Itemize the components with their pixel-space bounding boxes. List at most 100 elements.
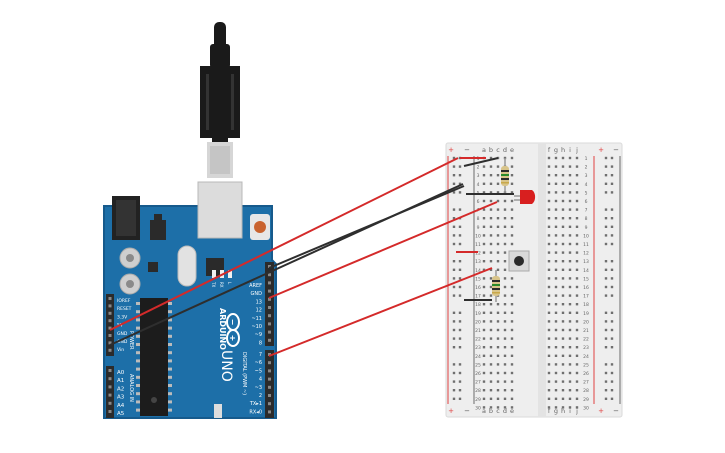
rail-hole[interactable] — [604, 225, 608, 228]
breadboard-hole[interactable] — [554, 251, 558, 254]
rail-hole[interactable] — [604, 397, 608, 400]
breadboard-hole[interactable] — [554, 234, 558, 237]
digital-header-bottom[interactable] — [265, 350, 274, 418]
breadboard-hole[interactable] — [554, 225, 558, 228]
breadboard-hole[interactable] — [510, 371, 514, 375]
breadboard-hole[interactable] — [554, 217, 558, 220]
breadboard-hole[interactable] — [510, 389, 514, 392]
breadboard-hole[interactable] — [503, 251, 507, 254]
breadboard-hole[interactable] — [510, 320, 514, 323]
breadboard-hole[interactable] — [489, 182, 493, 185]
rail-hole[interactable] — [452, 380, 456, 383]
rail-hole[interactable] — [610, 285, 614, 289]
breadboard-hole[interactable] — [575, 311, 579, 314]
breadboard-hole[interactable] — [510, 242, 514, 246]
breadboard-hole[interactable] — [489, 354, 493, 357]
breadboard-hole[interactable] — [510, 191, 514, 194]
breadboard-hole[interactable] — [568, 363, 572, 366]
breadboard-hole[interactable] — [547, 199, 551, 203]
breadboard-hole[interactable] — [482, 191, 486, 194]
breadboard-hole[interactable] — [503, 294, 507, 297]
breadboard-hole[interactable] — [482, 199, 486, 203]
breadboard-hole[interactable] — [489, 311, 493, 314]
header-socket[interactable] — [268, 338, 271, 342]
rail-hole[interactable] — [610, 328, 614, 332]
rail-hole[interactable] — [452, 242, 456, 246]
breadboard-hole[interactable] — [568, 346, 572, 349]
header-socket[interactable] — [268, 273, 271, 277]
breadboard-hole[interactable] — [554, 346, 558, 349]
breadboard-hole[interactable] — [482, 234, 486, 237]
breadboard-hole[interactable] — [575, 208, 579, 211]
breadboard-hole[interactable] — [554, 397, 558, 400]
header-socket[interactable] — [108, 304, 112, 308]
breadboard-hole[interactable] — [510, 346, 514, 349]
breadboard-hole[interactable] — [547, 260, 551, 263]
rail-hole[interactable] — [452, 217, 456, 220]
rail-hole[interactable] — [458, 234, 462, 237]
breadboard-hole[interactable] — [575, 389, 579, 392]
breadboard-hole[interactable] — [547, 406, 551, 409]
breadboard-hole[interactable] — [554, 208, 558, 211]
breadboard-hole[interactable] — [489, 225, 493, 228]
rail-hole[interactable] — [604, 191, 608, 194]
header-socket[interactable] — [108, 334, 112, 337]
header-socket[interactable] — [108, 348, 112, 352]
breadboard-hole[interactable] — [561, 174, 565, 177]
header-socket[interactable] — [108, 341, 112, 345]
rail-hole[interactable] — [458, 320, 462, 323]
rail-hole[interactable] — [610, 217, 614, 220]
breadboard-hole[interactable] — [547, 208, 551, 211]
breadboard-hole[interactable] — [482, 371, 486, 375]
breadboard-hole[interactable] — [496, 346, 500, 349]
breadboard-hole[interactable] — [547, 182, 551, 185]
rail-hole[interactable] — [452, 285, 456, 289]
breadboard-hole[interactable] — [503, 303, 507, 306]
rail-hole[interactable] — [604, 294, 608, 297]
breadboard-hole[interactable] — [489, 251, 493, 254]
breadboard-hole[interactable] — [568, 191, 572, 194]
breadboard-hole[interactable] — [489, 165, 493, 168]
header-socket[interactable] — [268, 402, 271, 406]
rail-hole[interactable] — [458, 346, 462, 349]
breadboard-hole[interactable] — [482, 225, 486, 228]
breadboard-hole[interactable] — [554, 294, 558, 297]
breadboard-hole[interactable] — [482, 294, 486, 297]
rail-hole[interactable] — [452, 225, 456, 228]
breadboard-hole[interactable] — [496, 406, 500, 409]
header-socket[interactable] — [108, 410, 112, 413]
breadboard-hole[interactable] — [568, 182, 572, 185]
breadboard-hole[interactable] — [554, 320, 558, 323]
breadboard-hole[interactable] — [547, 156, 551, 160]
breadboard-hole[interactable] — [568, 311, 572, 314]
breadboard-hole[interactable] — [554, 406, 558, 409]
breadboard-hole[interactable] — [547, 234, 551, 237]
breadboard-hole[interactable] — [482, 208, 486, 211]
rail-hole[interactable] — [452, 371, 456, 375]
rail-hole[interactable] — [610, 311, 614, 314]
rail-hole[interactable] — [610, 346, 614, 349]
rail-hole[interactable] — [452, 260, 456, 263]
header-socket[interactable] — [268, 281, 271, 285]
rail-hole[interactable] — [452, 337, 456, 340]
rail-hole[interactable] — [604, 234, 608, 237]
breadboard-hole[interactable] — [503, 234, 507, 237]
header-socket[interactable] — [268, 306, 271, 309]
breadboard-hole[interactable] — [561, 234, 565, 237]
breadboard-hole[interactable] — [496, 371, 500, 375]
breadboard-hole[interactable] — [575, 285, 579, 289]
rail-hole[interactable] — [610, 268, 614, 271]
breadboard-hole[interactable] — [482, 337, 486, 340]
rail-hole[interactable] — [458, 328, 462, 332]
breadboard-hole[interactable] — [568, 320, 572, 323]
breadboard-hole[interactable] — [489, 337, 493, 340]
header-socket[interactable] — [108, 326, 112, 330]
breadboard-hole[interactable] — [547, 294, 551, 297]
rail-hole[interactable] — [458, 311, 462, 314]
header-socket[interactable] — [268, 353, 271, 356]
breadboard-hole[interactable] — [489, 208, 493, 211]
resistor-1[interactable] — [501, 158, 509, 194]
breadboard-hole[interactable] — [554, 165, 558, 168]
rail-hole[interactable] — [604, 156, 608, 160]
